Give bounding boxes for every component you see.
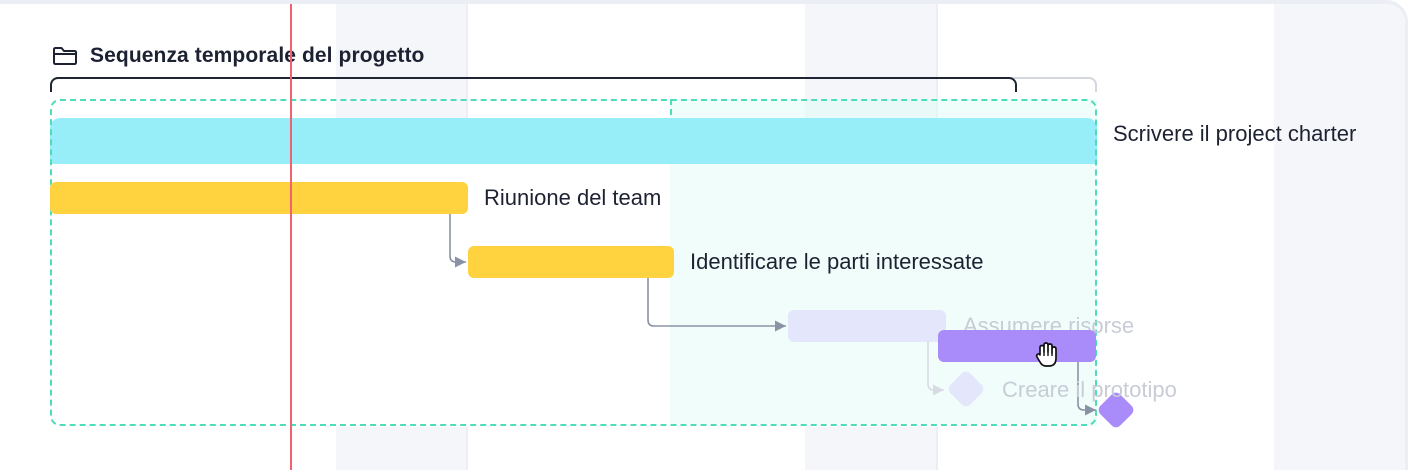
task-bar-identificare-parti-interessate[interactable]	[468, 246, 674, 278]
dependency-arrow	[1077, 361, 1096, 416]
task-bar-assumere-risorse-ghost	[788, 310, 946, 342]
dependency-arrows	[449, 213, 1096, 416]
task-label-project-charter: Scrivere il project charter	[1113, 121, 1357, 146]
grab-hand-cursor-icon	[1032, 340, 1062, 370]
summary-task-bar[interactable]	[50, 118, 1097, 164]
weekend-band	[1274, 4, 1405, 470]
task-label-identificare-parti-interessate: Identificare le parti interessate	[690, 249, 984, 274]
summary-task-body-preview	[670, 150, 1089, 424]
group-header[interactable]: Sequenza temporale del progetto	[52, 41, 425, 71]
group-bracket[interactable]	[50, 77, 1017, 92]
today-line	[290, 4, 292, 470]
task-label-creare-prototipo: Creare il prototipo	[1002, 377, 1177, 402]
task-bar-assumere-risorse[interactable]	[938, 330, 1096, 362]
task-bar-riunione-del-team[interactable]	[50, 182, 468, 214]
dependency-arrow	[449, 213, 466, 268]
dependency-arrow	[647, 277, 786, 332]
selection-outline	[50, 99, 1097, 426]
folder-icon	[52, 46, 78, 66]
dependency-arrow-preview	[927, 341, 944, 396]
task-label-riunione-del-team: Riunione del team	[484, 185, 662, 210]
group-title: Sequenza temporale del progetto	[90, 44, 425, 67]
